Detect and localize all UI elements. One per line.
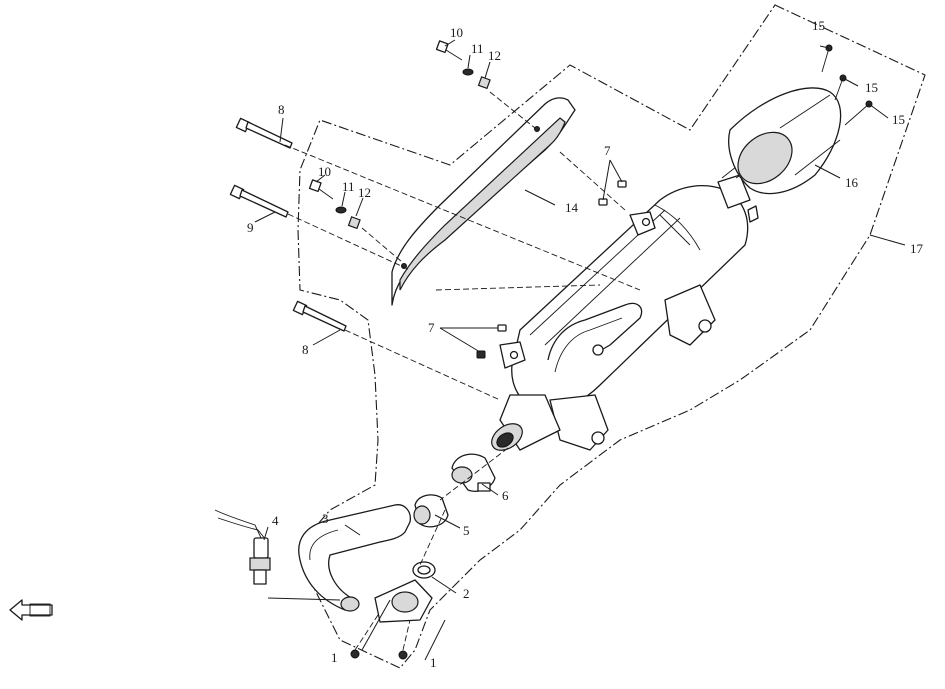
axis-line xyxy=(287,213,411,271)
callout-1: 1 xyxy=(331,650,338,665)
axis-line xyxy=(284,144,641,291)
axis-line xyxy=(402,619,411,651)
fastener-set-middle xyxy=(308,179,361,230)
callout-6: 6 xyxy=(502,488,509,503)
callout-1: 1 xyxy=(430,655,437,670)
exhaust-pipe-3 xyxy=(298,504,411,612)
callout-7: 7 xyxy=(428,320,435,335)
callout-11: 11 xyxy=(471,41,484,56)
nuts-1 xyxy=(350,649,408,660)
callout-10: 10 xyxy=(318,164,331,179)
bolt-9 xyxy=(229,184,289,218)
clamp-6 xyxy=(451,453,496,492)
axis-line xyxy=(354,614,379,651)
callout-5: 5 xyxy=(463,523,470,538)
end-cap xyxy=(728,87,842,195)
callout-4: 4 xyxy=(272,513,279,528)
axis-line xyxy=(489,91,536,129)
bolt-8-upper xyxy=(235,117,293,149)
callout-14: 14 xyxy=(565,200,579,215)
callout-17: 17 xyxy=(910,241,924,256)
callout-3: 3 xyxy=(322,511,329,526)
heat-shield xyxy=(391,97,576,306)
axis-line xyxy=(559,151,626,211)
gasket-5 xyxy=(413,494,449,528)
end-cap-screws xyxy=(821,44,873,126)
callout-10: 10 xyxy=(450,25,463,40)
callout-8: 8 xyxy=(302,342,309,357)
callout-16: 16 xyxy=(845,175,859,190)
callout-11: 11 xyxy=(342,179,355,194)
callout-2: 2 xyxy=(463,586,470,601)
callout-15: 15 xyxy=(812,18,825,33)
leader-lines xyxy=(254,39,906,661)
callout-9: 9 xyxy=(247,220,254,235)
axis-line xyxy=(435,284,601,291)
oxygen-sensor xyxy=(214,509,271,585)
bolt-8-lower xyxy=(292,300,347,332)
callout-8: 8 xyxy=(278,102,285,117)
axis-line xyxy=(419,509,446,566)
muffler xyxy=(499,185,749,451)
axis-line xyxy=(439,447,509,501)
callout-7: 7 xyxy=(604,143,611,158)
muffler-inlet xyxy=(491,394,561,451)
front-arrow-icon xyxy=(9,599,53,621)
callout-12: 12 xyxy=(358,185,371,200)
callout-15: 15 xyxy=(892,112,905,127)
callout-12: 12 xyxy=(488,48,501,63)
tail-pipe xyxy=(717,139,783,223)
fastener-set-upper xyxy=(435,40,491,90)
axis-line xyxy=(344,329,501,401)
callout-15: 15 xyxy=(865,80,878,95)
flange xyxy=(374,561,436,623)
